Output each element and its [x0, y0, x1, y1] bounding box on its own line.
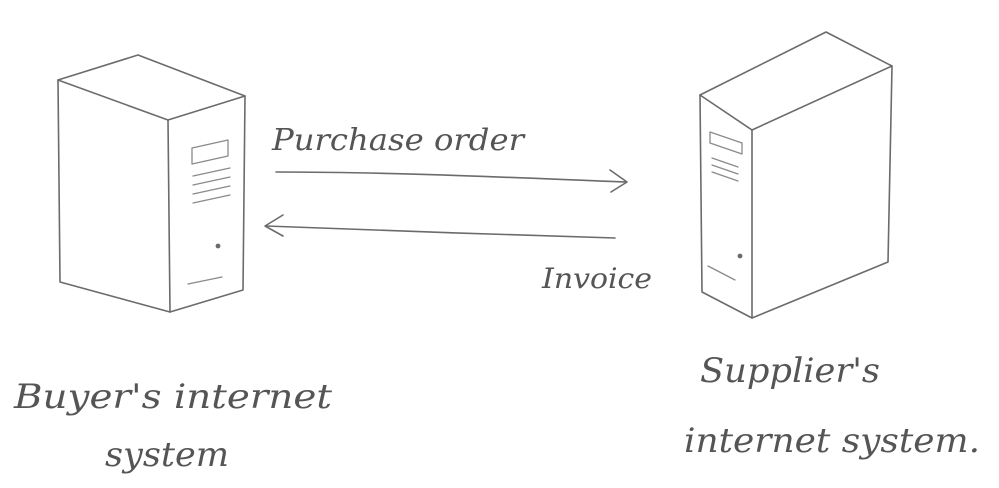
supplier-label-line1: Supplier's — [700, 351, 880, 391]
purchase-order-label: Purchase order — [271, 123, 526, 158]
buyer-label-line2: system — [105, 435, 229, 475]
supplier-computer-icon — [699, 31, 893, 319]
purchase-order-arrow — [275, 169, 628, 193]
invoice-arrow — [264, 214, 616, 239]
buyer-label-line1: Buyer's internet — [13, 377, 333, 417]
invoice-label: Invoice — [541, 262, 652, 295]
supplier-label-line2: internet system. — [684, 421, 980, 461]
buyer-computer-icon — [57, 54, 246, 313]
